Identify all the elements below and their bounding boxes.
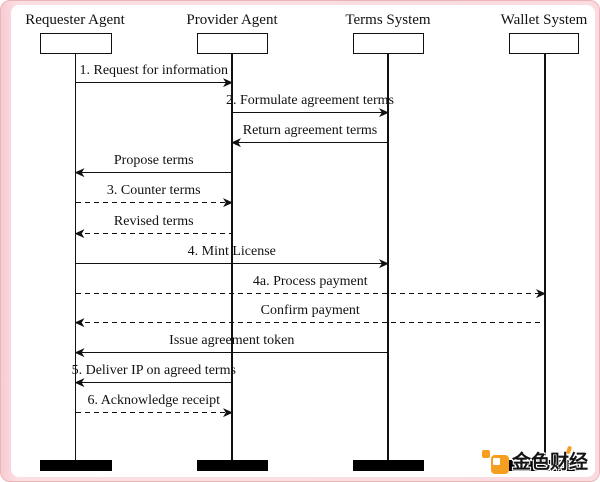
jinse-finance-logo-icon — [482, 448, 509, 474]
message-label: 2. Formulate agreement terms — [226, 93, 394, 108]
actor-label: Provider Agent — [186, 12, 278, 28]
lifeline-end-bar — [509, 460, 579, 471]
arrowhead-icon — [74, 168, 85, 178]
message-label: Return agreement terms — [242, 123, 378, 138]
arrowhead-icon — [379, 259, 389, 269]
message-line — [75, 322, 545, 324]
arrowhead-icon — [74, 318, 85, 328]
arrowhead-icon — [74, 229, 85, 239]
message-line — [75, 172, 232, 174]
message-label: 6. Acknowledge receipt — [87, 393, 221, 408]
lifeline-end-bar — [196, 460, 268, 471]
message-label: Issue agreement token — [169, 333, 295, 348]
message-label: Confirm payment — [260, 303, 360, 318]
lifeline — [544, 54, 546, 460]
message-label: 3. Counter terms — [106, 183, 201, 198]
lifeline-end-bar — [40, 460, 112, 471]
message-label: 4a. Process payment — [252, 274, 368, 289]
message-label: 4. Mint License — [187, 244, 276, 259]
message-line — [75, 293, 545, 295]
lifeline — [74, 54, 77, 460]
arrowhead-icon — [74, 348, 85, 358]
actor-label: Wallet System — [500, 12, 588, 28]
message-line — [75, 82, 232, 84]
arrowhead-icon — [74, 378, 85, 388]
lifeline — [387, 54, 389, 460]
message-label: 5. Deliver IP on agreed terms — [71, 363, 236, 378]
diagram-sheet — [11, 5, 595, 477]
message-line — [232, 142, 388, 144]
arrowhead-icon — [223, 198, 233, 208]
message-line — [75, 202, 232, 204]
message-label: Propose terms — [113, 153, 194, 168]
arrowhead-icon — [231, 138, 241, 148]
message-label: 1. Request for information — [79, 63, 229, 78]
actor-label: Requester Agent — [25, 12, 125, 28]
actor-box — [352, 33, 424, 54]
message-line — [232, 112, 388, 114]
arrowhead-icon — [536, 289, 546, 299]
watermark-text: 金色财经 — [512, 452, 589, 473]
arrowhead-icon — [379, 108, 389, 118]
message-label: Revised terms — [113, 214, 194, 229]
actor-label: Terms System — [345, 12, 431, 28]
actor-box — [40, 33, 112, 54]
lifeline — [231, 54, 233, 460]
message-line — [75, 412, 232, 414]
message-line — [75, 382, 232, 384]
arrowhead-icon — [223, 408, 233, 418]
actor-box — [509, 33, 579, 54]
actor-box — [196, 33, 268, 54]
message-line — [75, 263, 388, 265]
lifeline-end-bar — [352, 460, 424, 471]
message-line — [75, 352, 388, 354]
watermark: 金色财经 — [482, 445, 594, 476]
message-line — [75, 233, 232, 235]
arrowhead-icon — [223, 78, 233, 88]
